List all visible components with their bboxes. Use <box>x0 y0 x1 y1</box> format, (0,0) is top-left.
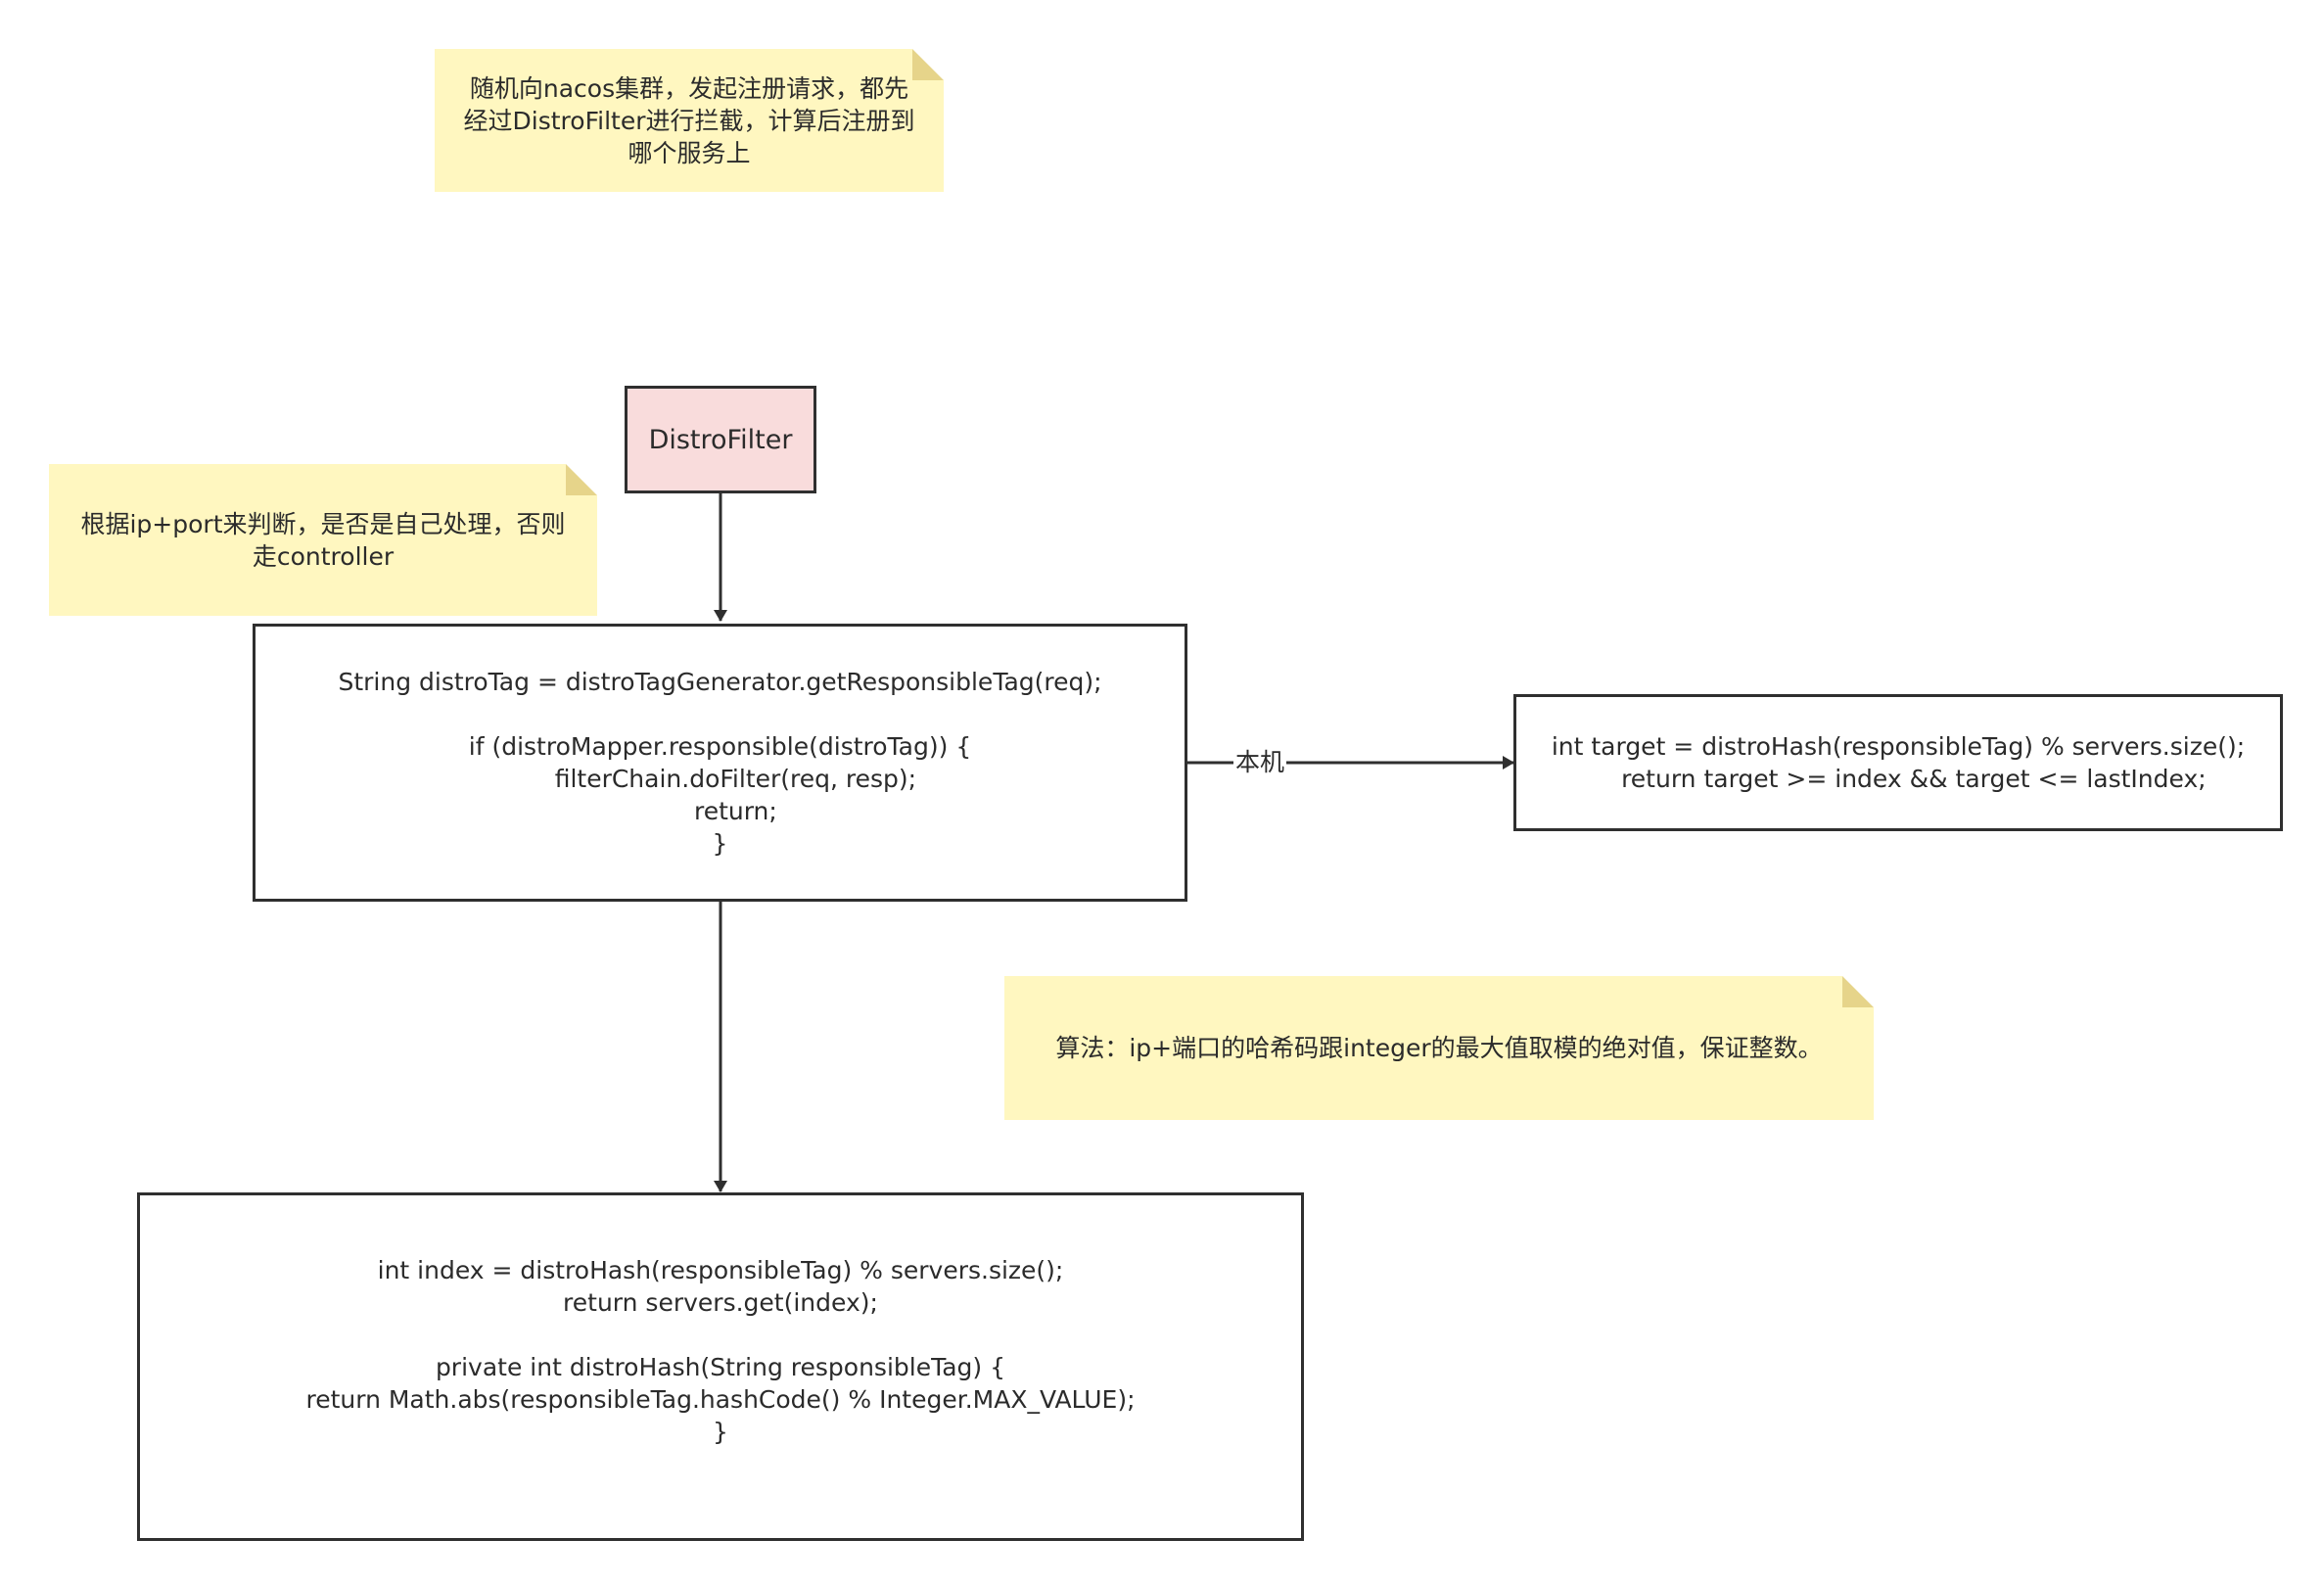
note-fold-icon <box>912 49 944 80</box>
distro-filter-node[interactable]: DistroFilter <box>625 386 816 493</box>
note-fold-icon <box>566 464 597 495</box>
distro-filter-label: DistroFilter <box>648 424 793 455</box>
responsible-check-node[interactable]: String distroTag = distroTagGenerator.ge… <box>253 624 1187 902</box>
note-judge: 根据ip+port来判断，是否是自己处理，否则 走controller <box>49 464 597 616</box>
note-judge-text: 根据ip+port来判断，是否是自己处理，否则 走controller <box>80 509 566 571</box>
server-select-node[interactable]: int index = distroHash(responsibleTag) %… <box>137 1192 1304 1541</box>
responsible-impl-node[interactable]: int target = distroHash(responsibleTag) … <box>1513 694 2283 831</box>
note-cluster-text: 随机向nacos集群，发起注册请求，都先 经过DistroFilter进行拦截，… <box>463 73 915 167</box>
note-fold-icon <box>1842 976 1874 1007</box>
responsible-check-code: String distroTag = distroTagGenerator.ge… <box>338 668 1102 858</box>
note-algorithm-text: 算法：ip+端口的哈希码跟integer的最大值取模的绝对值，保证整数。 <box>1055 1034 1823 1062</box>
note-algorithm: 算法：ip+端口的哈希码跟integer的最大值取模的绝对值，保证整数。 <box>1004 976 1874 1120</box>
responsible-impl-code: int target = distroHash(responsibleTag) … <box>1551 732 2246 793</box>
server-select-code: int index = distroHash(responsibleTag) %… <box>305 1255 1136 1446</box>
edge-label-local: 本机 <box>1233 748 1287 777</box>
note-cluster: 随机向nacos集群，发起注册请求，都先 经过DistroFilter进行拦截，… <box>435 49 944 192</box>
